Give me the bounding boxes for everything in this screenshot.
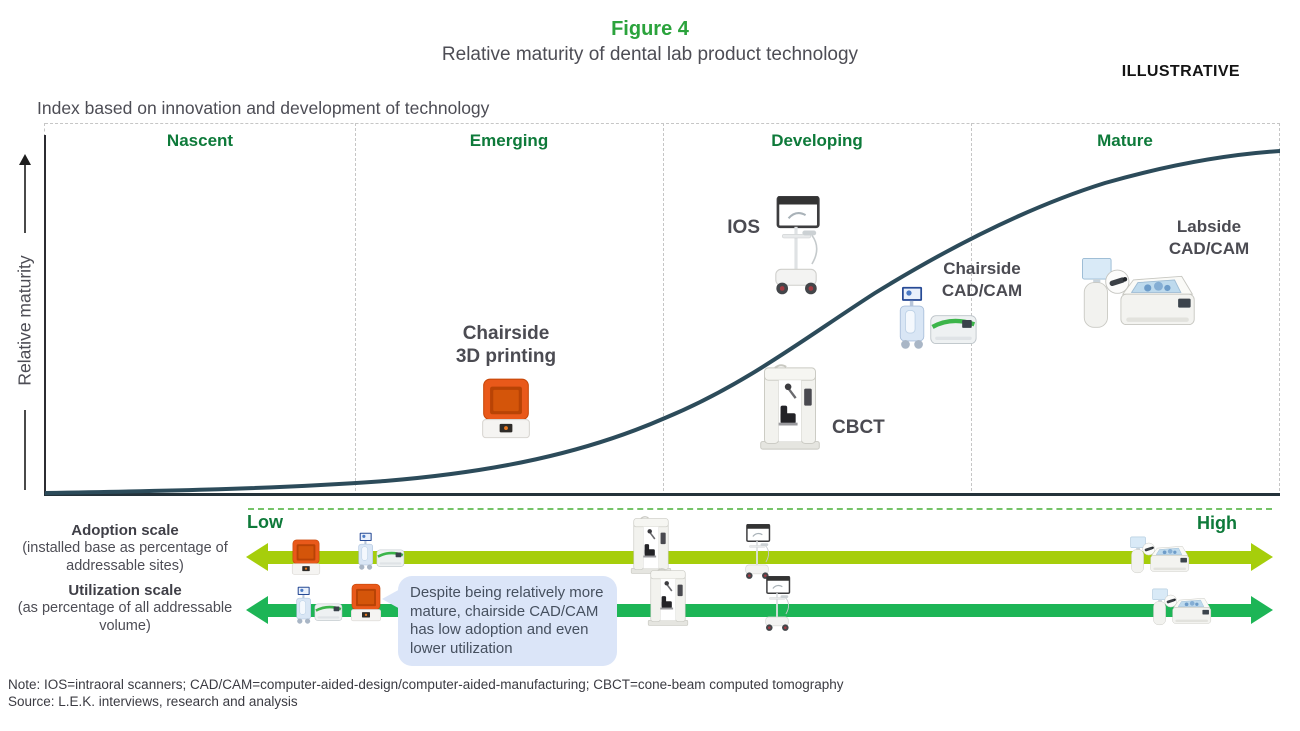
chart-top-border [45, 123, 1280, 124]
adoption-arrowhead-right-icon [1251, 543, 1273, 571]
chairside-3d-printing-label-line2: 3D printing [455, 346, 557, 367]
chairside-cadcam-label: Chairside CAD/CAM [912, 258, 1052, 302]
chairside-cadcam-label-line1: Chairside [943, 259, 1021, 278]
chairside-cadcam-icon [357, 532, 405, 571]
chart-right-border [1279, 123, 1280, 496]
adoption-arrowhead-left-icon [246, 543, 268, 571]
utilization-scale-subtitle: (as percentage of all addressable volume… [17, 600, 233, 634]
stage-divider-3 [971, 123, 972, 496]
labside-cadcam-icon [1130, 536, 1190, 574]
chart-left-border-top [44, 123, 45, 137]
figure-number: Figure 4 [611, 18, 689, 40]
callout-tail-icon [382, 588, 402, 610]
ios-scanner-icon [744, 524, 771, 580]
y-axis-line [44, 135, 46, 496]
y-axis-arrowhead-icon [19, 154, 31, 165]
utilization-arrowhead-left-icon [246, 596, 268, 624]
cbct-icon [630, 516, 672, 575]
ios-scanner-icon [764, 576, 791, 632]
chairside-3d-printing-label-line1: Chairside [462, 323, 550, 344]
adoption-scale-label: Adoption scale (installed base as percen… [5, 522, 245, 575]
adoption-scale-title: Adoption scale [71, 522, 179, 539]
y-axis-arrow-upper [24, 165, 26, 233]
chart-subtitle: Index based on innovation and developmen… [37, 98, 490, 118]
footnote-note: Note: IOS=intraoral scanners; CAD/CAM=co… [8, 677, 844, 692]
labside-cadcam-icon [1152, 588, 1212, 626]
labside-cadcam-label-line2: CAD/CAM [1168, 239, 1250, 258]
3d-printer-icon [291, 539, 321, 575]
labside-cadcam-label: Labside CAD/CAM [1149, 216, 1269, 260]
stage-divider-2 [663, 123, 664, 496]
stage-label-emerging: Emerging [469, 131, 549, 150]
utilization-scale-label: Utilization scale (as percentage of all … [5, 582, 245, 635]
stage-label-mature: Mature [1097, 131, 1153, 150]
ios-scanner-image [774, 196, 820, 296]
ios-label: IOS [727, 217, 760, 238]
high-label: High [1197, 513, 1237, 533]
chairside-cadcam-icon [295, 586, 343, 625]
utilization-scale-title: Utilization scale [68, 582, 182, 599]
x-axis-line [44, 493, 1280, 496]
chairside-cadcam-image [894, 286, 978, 354]
3d-printer-image [482, 378, 530, 439]
chairside-3d-printing-label: Chairside 3D printing [416, 322, 596, 368]
y-axis-label: Relative maturity [14, 255, 35, 386]
scales-separator-dashes [248, 508, 1272, 510]
adoption-scale-subtitle: (installed base as percentage of address… [22, 540, 228, 574]
labside-cadcam-label-line1: Labside [1176, 217, 1242, 236]
maturity-s-curve [45, 149, 1280, 495]
footnote-source: Source: L.E.K. interviews, research and … [8, 694, 298, 709]
figure-title: Relative maturity of dental lab product … [441, 44, 859, 65]
adoption-arrow-bar [266, 550, 1253, 564]
cbct-image [759, 364, 821, 451]
stage-label-nascent: Nascent [166, 131, 234, 150]
illustrative-tag: ILLUSTRATIVE [1121, 63, 1240, 80]
callout-box: Despite being relatively more mature, ch… [398, 576, 617, 666]
cbct-label: CBCT [832, 417, 885, 438]
utilization-arrowhead-right-icon [1251, 596, 1273, 624]
stage-divider-1 [355, 123, 356, 496]
cbct-icon [647, 568, 689, 627]
stage-label-developing: Developing [771, 131, 863, 150]
labside-cadcam-image [1082, 258, 1195, 328]
chairside-cadcam-label-line2: CAD/CAM [941, 281, 1023, 300]
low-label: Low [247, 512, 283, 532]
3d-printer-icon [351, 583, 381, 622]
y-axis-arrow-lower [24, 410, 26, 490]
